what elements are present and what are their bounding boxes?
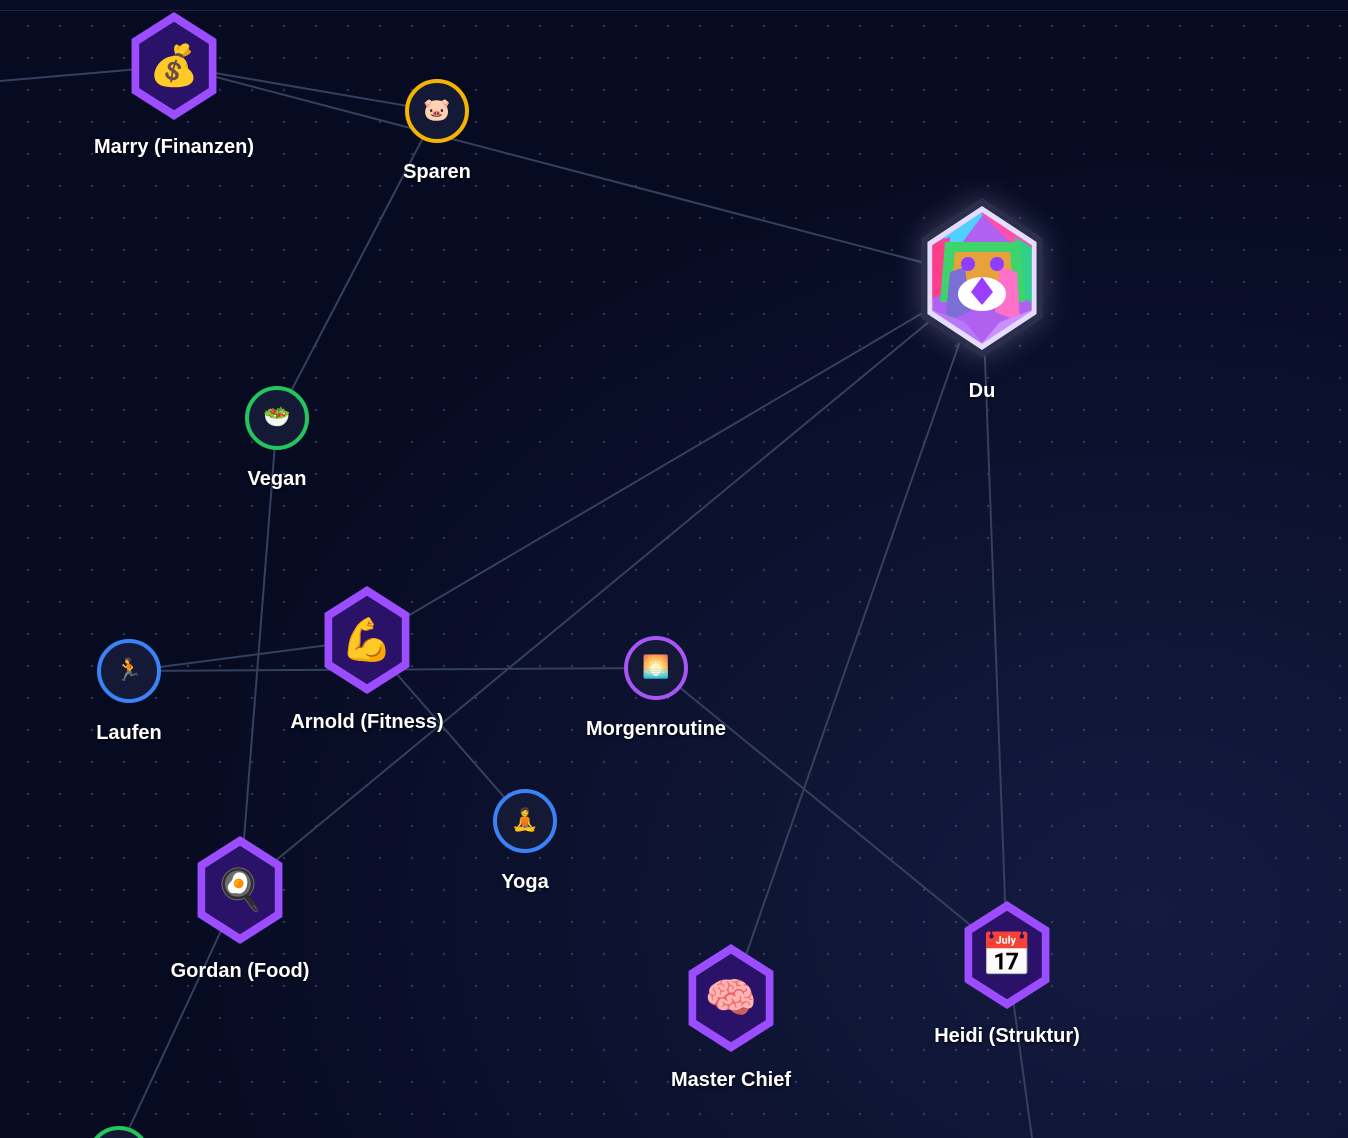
- runner-icon: 🏃: [115, 658, 143, 683]
- circle-border: 🌅: [624, 636, 688, 700]
- node-label-du: Du: [968, 380, 996, 402]
- node-laufen[interactable]: 🏃: [97, 639, 161, 703]
- circle-border: [87, 1126, 151, 1138]
- circle-border: 🥗: [245, 386, 309, 450]
- hex-border: 📅: [964, 901, 1050, 1009]
- hex-border: 🍳: [197, 836, 283, 944]
- frying-pan-egg-icon: 🍳: [215, 866, 265, 913]
- node-label-heidi: Heidi (Struktur): [934, 1025, 1080, 1047]
- node-label-master-chief: Master Chief: [670, 1069, 792, 1091]
- node-label-vegan: Vegan: [247, 468, 307, 490]
- brain-icon: 🧠: [704, 972, 758, 1022]
- node-yoga[interactable]: 🧘: [493, 789, 557, 853]
- node-marry[interactable]: 💰: [125, 12, 223, 120]
- edge-marry-sparen: [173, 65, 438, 112]
- edge-sparen-vegan: [276, 110, 438, 419]
- node-vegan[interactable]: 🥗: [245, 386, 309, 450]
- node-label-laufen: Laufen: [96, 722, 162, 744]
- sunrise-icon: 🌅: [642, 655, 670, 680]
- salad-icon: 🥗: [263, 405, 291, 430]
- money-bag-icon: 💰: [149, 42, 199, 89]
- node-label-arnold: Arnold (Fitness): [290, 711, 444, 733]
- hex-fill: 🍳: [205, 845, 275, 935]
- meditation-icon: 🧘: [511, 808, 539, 833]
- hex-fill: 📅: [972, 910, 1042, 1000]
- node-label-marry: Marry (Finanzen): [93, 136, 255, 158]
- lion-avatar-icon: [932, 212, 1032, 344]
- node-label-yoga: Yoga: [501, 871, 549, 893]
- circle-border: 🧘: [493, 789, 557, 853]
- node-gordan[interactable]: 🍳: [191, 836, 289, 944]
- hex-fill: 🧠: [696, 953, 766, 1043]
- node-partial[interactable]: [87, 1126, 151, 1138]
- hex-border: 💰: [131, 12, 217, 120]
- node-sparen[interactable]: 🐷: [405, 79, 469, 143]
- node-heidi[interactable]: 📅: [958, 901, 1056, 1009]
- hex-fill: 💰: [139, 21, 209, 111]
- circle-border: 🏃: [97, 639, 161, 703]
- node-morgenroutine[interactable]: 🌅: [624, 636, 688, 700]
- node-du[interactable]: [912, 198, 1052, 358]
- hex-border: 💪: [324, 586, 410, 694]
- edge-morgenroutine-heidi: [655, 667, 1008, 956]
- hex-fill: 💪: [332, 595, 402, 685]
- hex-border: 🧠: [688, 944, 774, 1052]
- flexed-biceps-icon: 💪: [340, 614, 394, 664]
- edge-marry-du: [173, 65, 983, 279]
- edge-du-masterchief: [730, 277, 983, 999]
- calendar-icon: 📅: [980, 929, 1034, 979]
- circle-border: 🐷: [405, 79, 469, 143]
- edge-gordan-partial: [123, 889, 241, 1138]
- edge-du-gordan: [239, 277, 983, 891]
- node-arnold[interactable]: 💪: [318, 586, 416, 694]
- edge-du-heidi: [981, 277, 1008, 956]
- edge-du-arnold: [366, 277, 983, 641]
- node-label-gordan: Gordan (Food): [170, 960, 310, 982]
- top-bar: [0, 0, 1348, 11]
- node-master-chief[interactable]: 🧠: [682, 944, 780, 1052]
- piggy-icon: 🐷: [423, 98, 451, 123]
- node-label-morgenroutine: Morgenroutine: [586, 718, 726, 740]
- node-label-sparen: Sparen: [403, 161, 471, 183]
- avatar-frame: [921, 198, 1043, 358]
